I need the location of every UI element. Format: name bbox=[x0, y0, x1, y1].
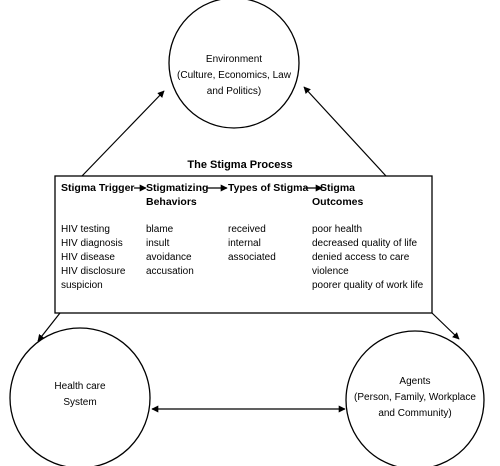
arrow-box-to-agents bbox=[431, 312, 460, 340]
outcome-item: decreased quality of life bbox=[312, 238, 418, 249]
behavior-item: avoidance bbox=[146, 252, 192, 263]
behavior-item: insult bbox=[146, 238, 170, 249]
behavior-item: accusation bbox=[146, 266, 194, 277]
trigger-item: HIV diagnosis bbox=[61, 238, 123, 249]
arrow-box-to-environment-right bbox=[303, 86, 387, 177]
outcome-item: denied access to care bbox=[312, 252, 410, 263]
agents-label-line-2: (Person, Family, Workplace bbox=[354, 392, 476, 403]
stigma-type-item: associated bbox=[228, 252, 276, 263]
health-care-label-line-1: Health care bbox=[54, 381, 106, 392]
trigger-item: HIV testing bbox=[61, 224, 110, 235]
arrow-box-to-health-care bbox=[37, 312, 61, 342]
column-heading-behaviors-line-1: Stigmatizing bbox=[146, 182, 208, 194]
outcome-item: poorer quality of work life bbox=[312, 280, 424, 291]
agents-label-line-1: Agents bbox=[399, 376, 430, 387]
trigger-item: HIV disease bbox=[61, 252, 115, 263]
trigger-item: HIV disclosure bbox=[61, 266, 126, 277]
column-heading-outcomes-line-1: Stigma bbox=[320, 182, 355, 194]
outcome-item: poor health bbox=[312, 224, 362, 235]
health-care-label-line-2: System bbox=[63, 397, 96, 408]
column-heading-trigger: Stigma Trigger bbox=[61, 182, 135, 194]
outcome-item: violence bbox=[312, 266, 349, 277]
stigma-type-item: internal bbox=[228, 238, 261, 249]
stigma-type-item: received bbox=[228, 224, 266, 235]
environment-node bbox=[168, 0, 300, 129]
process-title: The Stigma Process bbox=[187, 159, 292, 171]
column-heading-behaviors-line-2: Behaviors bbox=[146, 196, 197, 208]
health-care-node bbox=[9, 327, 151, 466]
column-heading-outcomes-line-2: Outcomes bbox=[312, 196, 364, 208]
agents-node bbox=[345, 330, 485, 466]
agents-label-line-3: and Community) bbox=[378, 408, 451, 419]
environment-label-line-3: and Politics) bbox=[207, 86, 261, 97]
stigma-process-box bbox=[54, 175, 433, 314]
trigger-item: suspicion bbox=[61, 280, 103, 291]
behavior-item: blame bbox=[146, 224, 174, 235]
environment-label-line-1: Environment bbox=[206, 54, 262, 65]
arrow-box-to-environment bbox=[81, 90, 165, 177]
column-heading-types: Types of Stigma bbox=[228, 182, 308, 194]
environment-label-line-2: (Culture, Economics, Law bbox=[177, 70, 292, 81]
